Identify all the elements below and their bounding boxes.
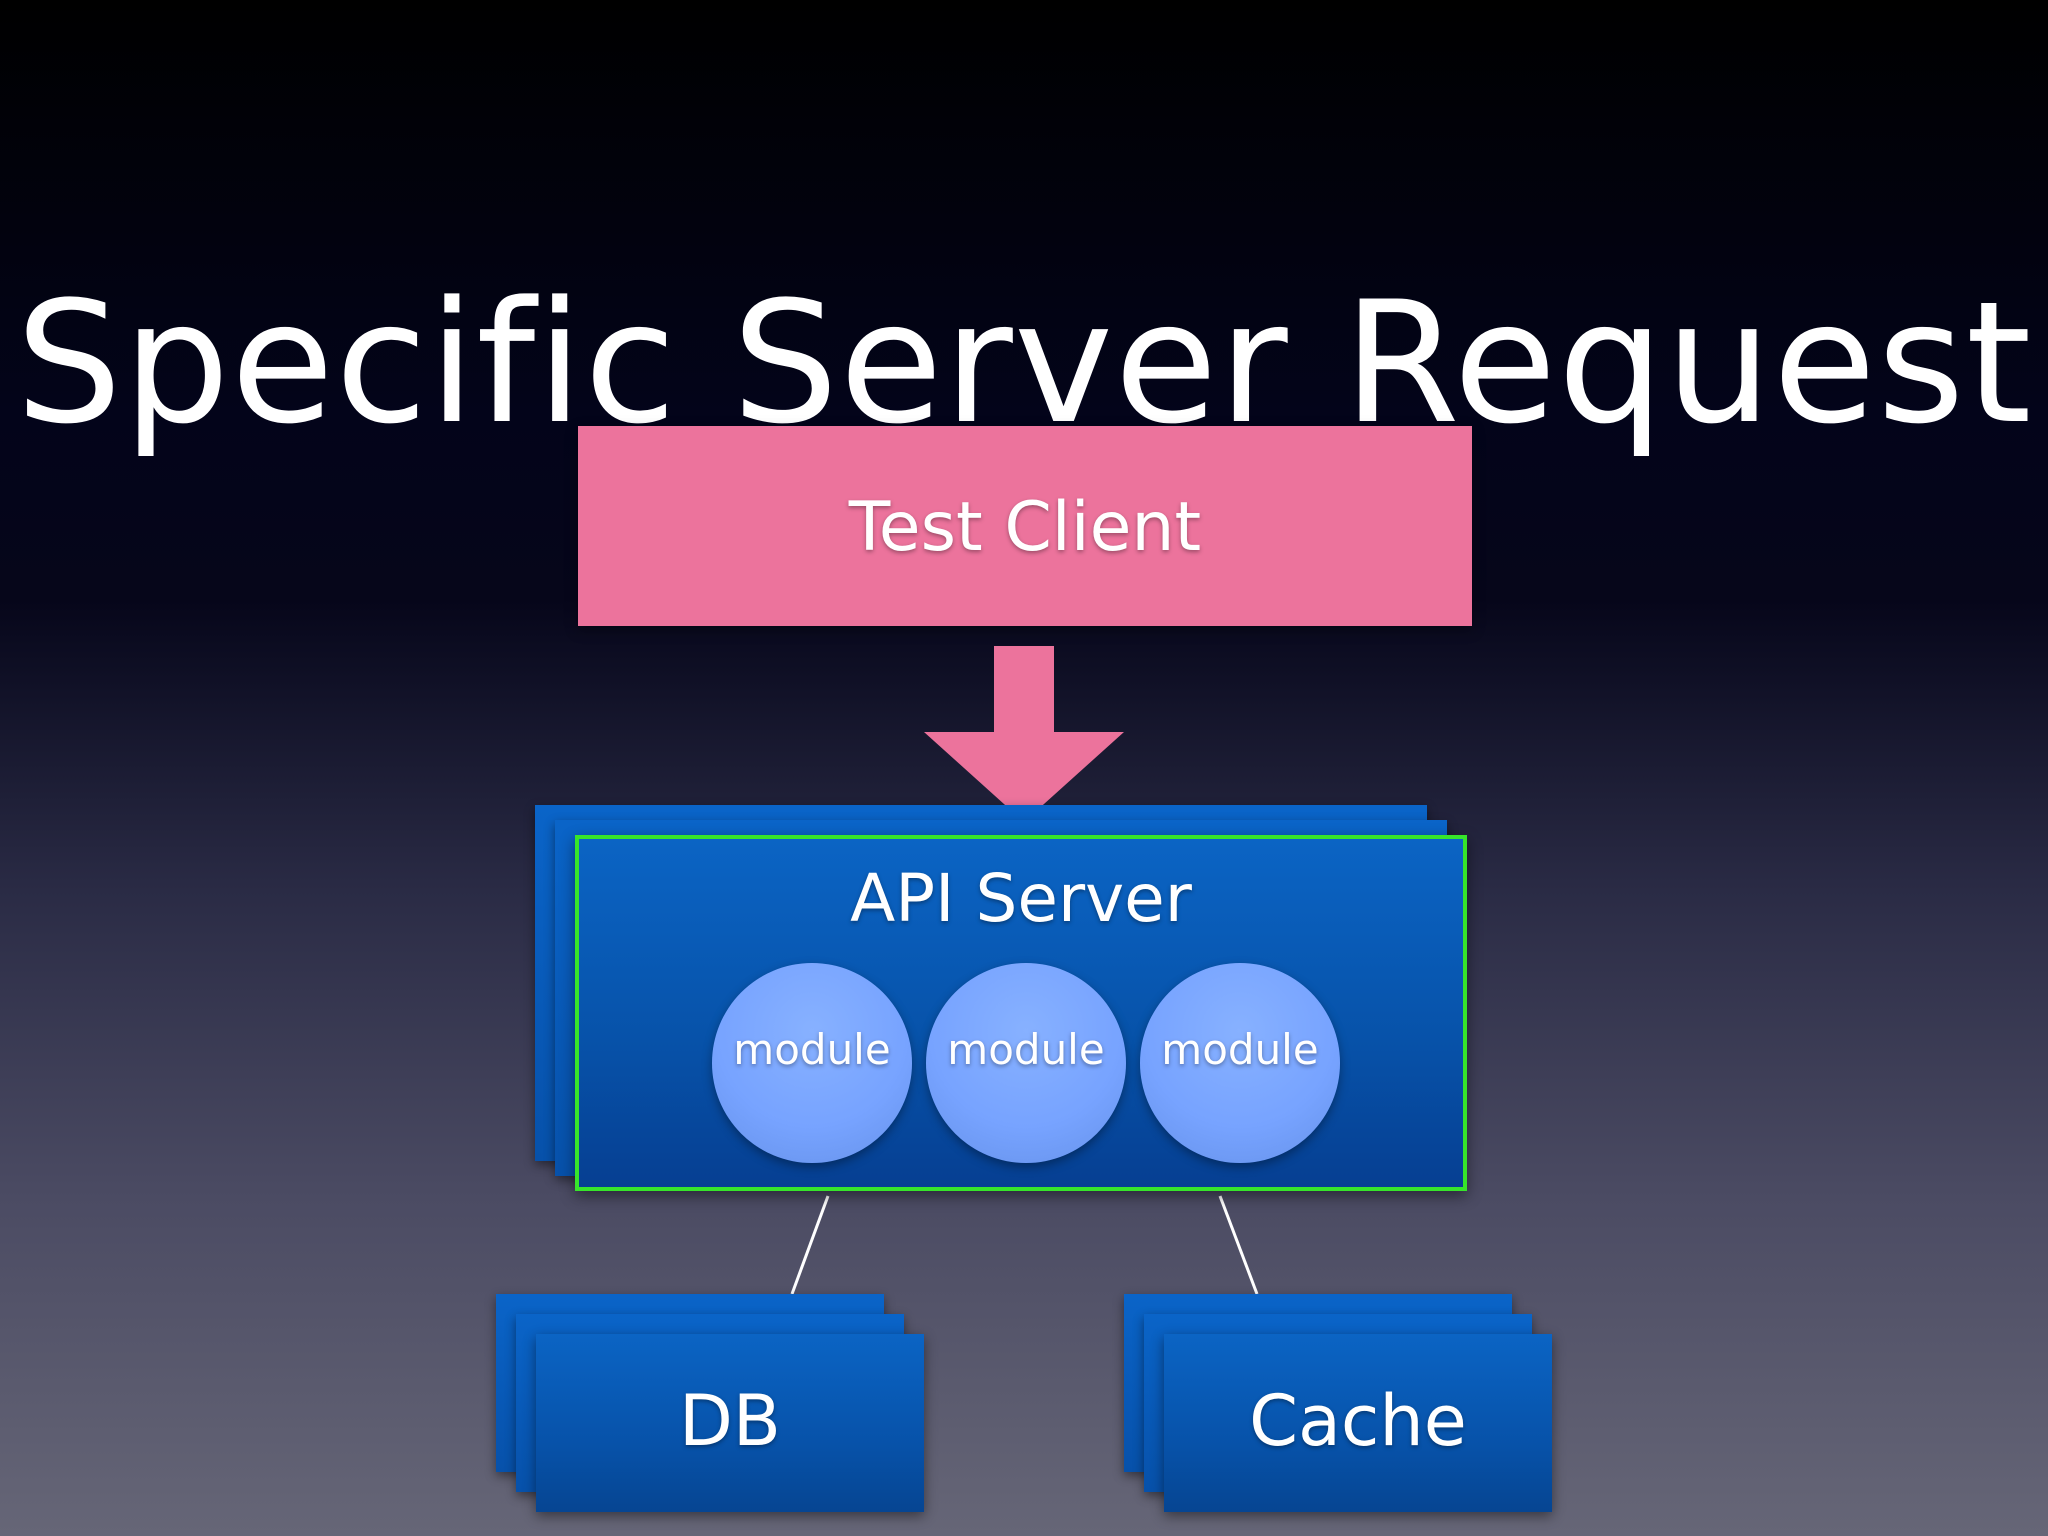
module-label: module	[947, 1025, 1105, 1074]
request-arrow-icon	[924, 646, 1124, 822]
db-label: DB	[679, 1380, 781, 1462]
module-circle: module	[712, 963, 912, 1163]
api-server-label: API Server	[850, 860, 1192, 937]
cache-label: Cache	[1249, 1380, 1467, 1462]
db-box: DB	[536, 1334, 924, 1512]
module-circle: module	[1140, 963, 1340, 1163]
test-client-label: Test Client	[848, 488, 1202, 567]
cache-box: Cache	[1164, 1334, 1552, 1512]
test-client-box: Test Client	[578, 426, 1472, 626]
module-label: module	[1161, 1025, 1319, 1074]
module-circle: module	[926, 963, 1126, 1163]
api-db-connector	[790, 1195, 830, 1295]
module-label: module	[733, 1025, 891, 1074]
api-cache-connector	[1218, 1195, 1259, 1295]
